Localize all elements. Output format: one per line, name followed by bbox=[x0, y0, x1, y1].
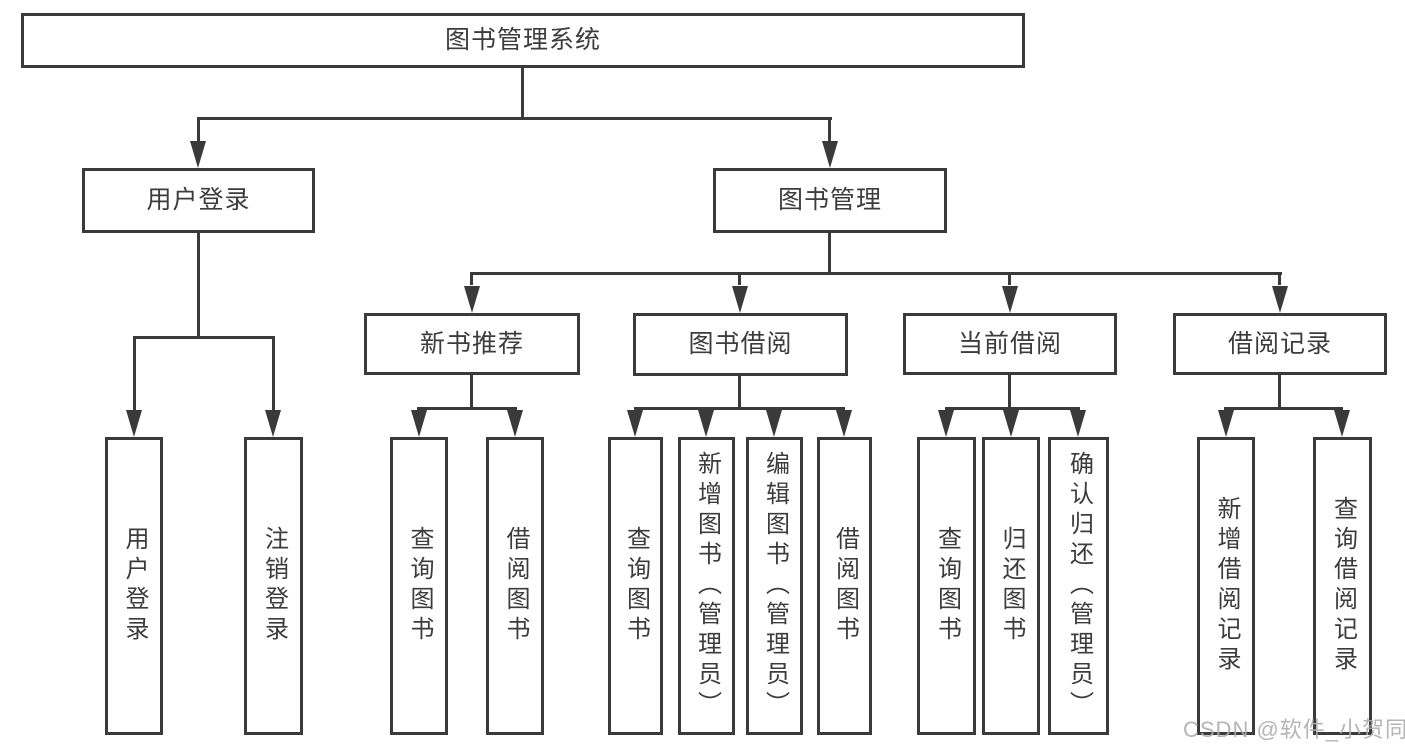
node-logout: 注销登录 bbox=[244, 437, 303, 735]
connector-user-crossbar bbox=[133, 336, 275, 339]
arrowhead-m2-confirm-return bbox=[1070, 410, 1086, 437]
arrowhead-book-borrow bbox=[732, 286, 748, 313]
node-borrow-book: 借阅图书 bbox=[817, 437, 872, 735]
node-borrow-book-label: 借阅图书 bbox=[831, 526, 859, 646]
connector-stem-user-login bbox=[133, 336, 136, 411]
node-book-borrow-label: 图书借阅 bbox=[688, 330, 793, 358]
connector-m3-trunk bbox=[1278, 375, 1281, 407]
connector-stem-user-branch bbox=[197, 117, 200, 143]
connector-m2-trunk bbox=[1008, 375, 1011, 407]
connector-stem-book-borrow bbox=[738, 272, 741, 285]
node-book-borrow: 图书借阅 bbox=[633, 313, 848, 376]
connector-m3-stem-0 bbox=[1224, 407, 1227, 412]
connector-m2-stem-2 bbox=[1077, 407, 1080, 412]
node-book-management-branch-label: 图书管理 bbox=[777, 186, 882, 214]
connector-m1-stem-3 bbox=[842, 407, 845, 412]
connector-stem-new-book bbox=[470, 272, 473, 285]
node-user-login-branch-label: 用户登录 bbox=[146, 186, 251, 214]
arrowhead-m0-borrow-books bbox=[507, 410, 523, 437]
connector-stem-book-branch bbox=[828, 117, 831, 143]
arrowhead-current-borrow bbox=[1002, 286, 1018, 313]
connector-stem-borrow-records bbox=[1278, 272, 1281, 285]
arrowhead-user-branch bbox=[190, 141, 206, 168]
connector-root-trunk bbox=[521, 68, 524, 118]
arrowhead-book-branch bbox=[822, 141, 838, 168]
node-edit-book-admin-label: 编辑图书（管理员） bbox=[761, 451, 789, 721]
connector-m1-crossbar bbox=[634, 407, 845, 410]
node-current-borrow-label: 当前借阅 bbox=[957, 329, 1062, 358]
node-borrow-query-books-label: 查询图书 bbox=[622, 526, 650, 646]
node-edit-book-admin: 编辑图书（管理员） bbox=[746, 437, 803, 735]
node-borrow-records: 借阅记录 bbox=[1173, 313, 1387, 375]
arrowhead-user-login bbox=[126, 410, 142, 437]
node-borrow-query-books: 查询图书 bbox=[608, 437, 663, 735]
arrowhead-m1-edit-book bbox=[766, 410, 782, 437]
connector-m2-stem-0 bbox=[945, 407, 948, 412]
arrowhead-m2-return-book bbox=[1003, 410, 1019, 437]
node-add-borrow-record-label: 新增借阅记录 bbox=[1213, 496, 1240, 676]
node-new-book-recommend-label: 新书推荐 bbox=[419, 329, 524, 358]
node-query-borrow-record-label: 查询借阅记录 bbox=[1329, 496, 1357, 676]
connector-m0-trunk bbox=[470, 375, 473, 407]
connector-m1-stem-2 bbox=[772, 407, 775, 412]
connector-book-crossbar bbox=[470, 272, 1282, 275]
node-user-login: 用户登录 bbox=[105, 437, 163, 735]
connector-m2-stem-1 bbox=[1009, 407, 1012, 412]
node-user-login-label: 用户登录 bbox=[121, 526, 148, 646]
node-recommend-query-books-label: 查询图书 bbox=[406, 526, 433, 646]
node-user-login-branch: 用户登录 bbox=[82, 168, 315, 233]
node-return-book: 归还图书 bbox=[982, 437, 1040, 735]
connector-m3-stem-1 bbox=[1340, 407, 1343, 412]
connector-m1-stem-0 bbox=[634, 407, 637, 412]
connector-stem-logout bbox=[272, 336, 275, 411]
node-query-borrow-record: 查询借阅记录 bbox=[1313, 437, 1372, 735]
node-recommend-borrow-books: 借阅图书 bbox=[486, 437, 544, 735]
node-add-borrow-record: 新增借阅记录 bbox=[1197, 437, 1255, 735]
connector-m1-trunk bbox=[738, 375, 741, 407]
node-recommend-borrow-books-label: 借阅图书 bbox=[502, 526, 529, 646]
connector-m0-crossbar bbox=[417, 407, 517, 410]
connector-book-trunk bbox=[828, 233, 831, 272]
arrowhead-new-book bbox=[464, 286, 480, 313]
node-recommend-query-books: 查询图书 bbox=[390, 437, 448, 735]
arrowhead-m2-query-books bbox=[938, 410, 954, 437]
arrowhead-m3-add-record bbox=[1218, 410, 1234, 437]
connector-m2-crossbar bbox=[945, 407, 1079, 410]
arrowhead-m3-query-record bbox=[1334, 410, 1350, 437]
node-current-query-books-label: 查询图书 bbox=[933, 526, 961, 646]
arrowhead-m1-query-books bbox=[627, 410, 643, 437]
node-book-management-branch: 图书管理 bbox=[713, 168, 947, 233]
arrowhead-m1-borrow-book bbox=[836, 410, 852, 437]
arrowhead-borrow-records bbox=[1272, 286, 1288, 313]
node-confirm-return-admin: 确认归还（管理员） bbox=[1048, 437, 1109, 735]
connector-m0-stem-0 bbox=[417, 407, 420, 412]
connector-m1-stem-1 bbox=[704, 407, 707, 412]
connector-m3-crossbar bbox=[1224, 407, 1343, 410]
node-logout-label: 注销登录 bbox=[260, 526, 288, 646]
node-system-root: 图书管理系统 bbox=[21, 13, 1025, 68]
csdn-watermark: CSDN @软件_小贺同学 bbox=[1183, 717, 1405, 742]
node-add-book-admin-label: 新增图书（管理员） bbox=[693, 451, 721, 721]
node-add-book-admin: 新增图书（管理员） bbox=[678, 437, 735, 735]
node-new-book-recommend: 新书推荐 bbox=[364, 313, 580, 375]
connector-stem-current-borrow bbox=[1008, 272, 1011, 285]
node-confirm-return-admin-label: 确认归还（管理员） bbox=[1065, 451, 1093, 721]
connector-root-crossbar bbox=[197, 117, 832, 120]
arrowhead-logout bbox=[265, 410, 281, 437]
node-return-book-label: 归还图书 bbox=[998, 526, 1025, 646]
connector-user-trunk bbox=[197, 233, 200, 336]
node-borrow-records-label: 借阅记录 bbox=[1227, 329, 1332, 358]
node-current-borrow: 当前借阅 bbox=[903, 313, 1117, 375]
arrowhead-m0-query-books bbox=[411, 410, 427, 437]
arrowhead-m1-add-book bbox=[698, 410, 714, 437]
connector-m0-stem-1 bbox=[513, 407, 516, 412]
node-current-query-books: 查询图书 bbox=[917, 437, 976, 735]
node-system-root-label: 图书管理系统 bbox=[444, 26, 601, 54]
